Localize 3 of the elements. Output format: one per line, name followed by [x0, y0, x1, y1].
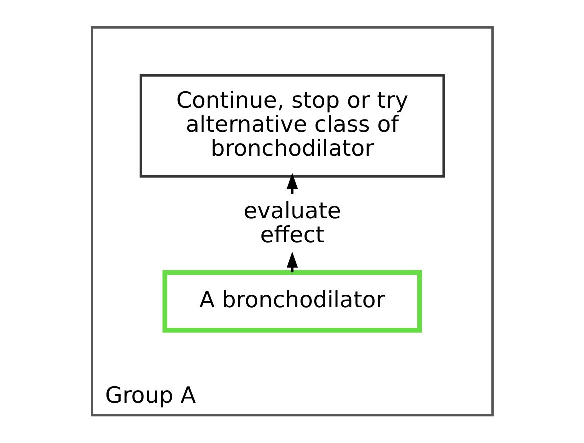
- node-text: evaluate effect: [243, 198, 341, 249]
- node-box: A bronchodilator: [162, 270, 422, 333]
- node-box: Continue, stop or try alternative class of bronchodilator: [139, 74, 445, 178]
